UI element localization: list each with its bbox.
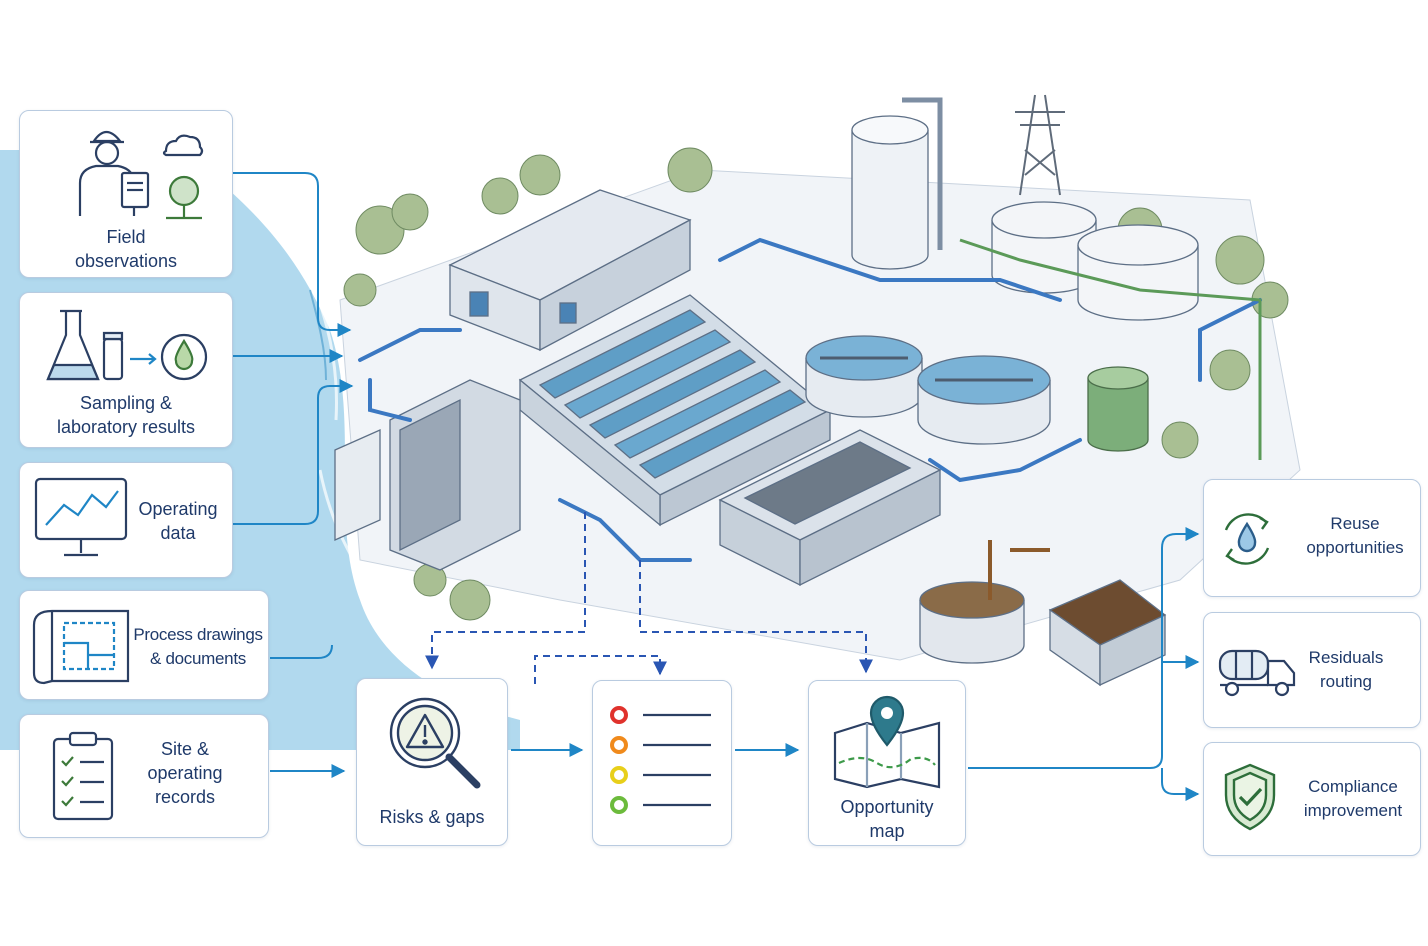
input-label-field: Field observations — [20, 225, 232, 273]
label-line: data — [160, 523, 196, 543]
label-line: improvement — [1303, 801, 1403, 820]
water-recycle-icon — [1224, 513, 1270, 565]
storage-tanks — [991, 201, 1199, 321]
inspector-clipboard-icon — [78, 130, 204, 220]
process-label-risks: Risks & gaps — [357, 805, 507, 829]
label-line: Compliance — [1308, 777, 1398, 796]
control-building — [448, 189, 692, 352]
green-tank — [1087, 366, 1149, 452]
label-line: routing — [1320, 672, 1372, 691]
input-label-operating: Operating data — [128, 497, 228, 545]
label-line: Reuse — [1330, 514, 1380, 533]
priority-dot — [610, 766, 628, 784]
map-pin-icon — [833, 695, 941, 789]
label-line: Process drawings — [133, 625, 263, 644]
priority-dot — [610, 706, 628, 724]
blueprint-icon — [32, 609, 130, 685]
process-card-risks[interactable]: Risks & gaps — [356, 678, 508, 846]
green-pipes — [959, 238, 1262, 460]
output-label-compliance: Compliance improvement — [1288, 775, 1418, 823]
label-line: Sampling & — [79, 393, 173, 413]
label-line: laboratory results — [56, 417, 196, 437]
priority-dot — [610, 796, 628, 814]
magnifier-warning-icon — [389, 697, 481, 789]
input-card-records[interactable]: Site & operating records — [19, 714, 269, 838]
monitor-chart-icon — [34, 477, 128, 557]
aeration-basins — [518, 294, 832, 527]
label-line: map — [869, 821, 905, 841]
clarifiers — [805, 335, 1051, 445]
process-card-opportunity[interactable]: Opportunity map — [808, 680, 966, 846]
tanker-truck-icon — [1218, 649, 1296, 697]
input-card-sampling[interactable]: Sampling & laboratory results — [19, 292, 233, 448]
label-line: Residuals — [1308, 648, 1384, 667]
input-label-drawings: Process drawings & documents — [132, 623, 264, 671]
process-card-priorities[interactable] — [592, 680, 732, 846]
label-line: Operating — [138, 499, 218, 519]
label-line: operating — [147, 763, 223, 783]
label-line: Field — [106, 227, 146, 247]
power-pylon — [1015, 94, 1065, 196]
checklist-clipboard-icon — [52, 731, 114, 821]
label-line: & documents — [150, 649, 246, 668]
priority-list-icon — [610, 706, 711, 814]
output-label-reuse: Reuse opportunities — [1292, 512, 1418, 560]
label-line: Site & — [160, 739, 210, 759]
output-card-compliance[interactable]: Compliance improvement — [1203, 742, 1421, 856]
output-card-residuals[interactable]: Residuals routing — [1203, 612, 1421, 728]
lab-flask-droplet-icon — [46, 309, 208, 381]
priority-dot — [610, 736, 628, 754]
label-line: Risks & gaps — [379, 807, 485, 827]
input-card-drawings[interactable]: Process drawings & documents — [19, 590, 269, 700]
input-card-field[interactable]: Field observations — [19, 110, 233, 278]
label-line: opportunities — [1306, 538, 1404, 557]
process-label-opportunity: Opportunity map — [809, 795, 965, 843]
input-label-sampling: Sampling & laboratory results — [20, 391, 232, 439]
output-card-reuse[interactable]: Reuse opportunities — [1203, 479, 1421, 597]
label-line: Opportunity — [840, 797, 934, 817]
input-label-records: Site & operating records — [130, 737, 240, 809]
shield-check-icon — [1224, 763, 1276, 831]
label-line: observations — [74, 251, 178, 271]
label-line: records — [154, 787, 216, 807]
tall-silo — [851, 97, 943, 270]
input-card-operating[interactable]: Operating data — [19, 462, 233, 578]
output-label-residuals: Residuals routing — [1296, 646, 1396, 694]
